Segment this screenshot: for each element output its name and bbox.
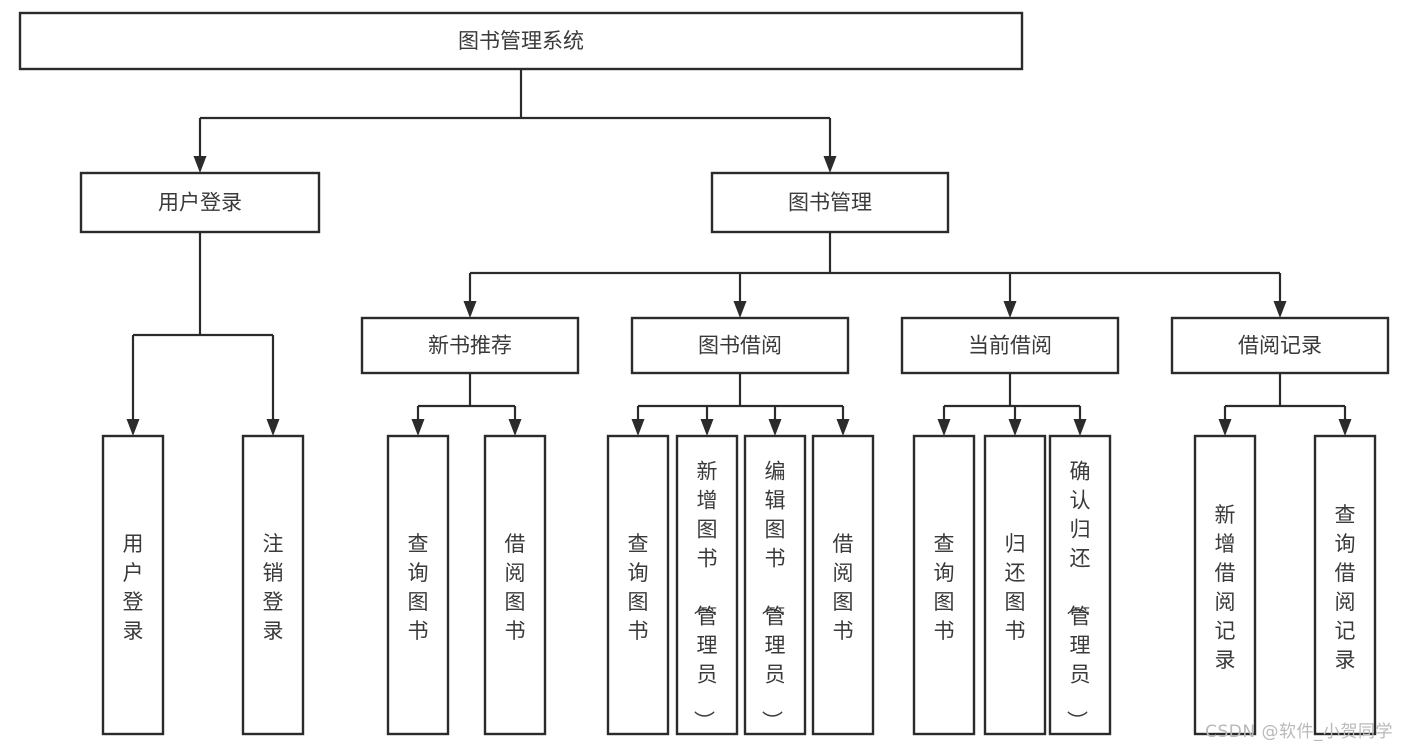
connector-group [411,373,522,436]
connector-group [126,232,280,436]
arrow-head-icon [508,419,522,436]
node-box[interactable] [18,11,1024,71]
node-label: 确认归还（管理员） [1065,459,1091,731]
node-root[interactable]: 图书管理系统 [18,11,1024,71]
node-label: 新增借阅记录 [1215,503,1236,672]
node-box[interactable] [743,434,807,736]
node-box[interactable] [630,316,850,375]
node-borrow-record[interactable]: 借阅记录 [1170,316,1390,375]
arrow-head-icon [266,419,280,436]
arrow-head-icon [193,156,207,173]
node-label: 借阅记录 [1238,334,1322,358]
watermark-label: CSDN @软件_小贺同学 [1205,722,1393,742]
node-leaf-query-book-1[interactable]: 查询图书 [386,434,450,736]
node-label: 图书管理系统 [458,29,584,53]
node-leaf-add-record[interactable]: 新增借阅记录 [1193,434,1257,736]
node-label: 新书推荐 [428,334,512,358]
connector-group [937,373,1087,436]
node-box[interactable] [79,171,321,234]
node-book-manage[interactable]: 图书管理 [710,171,950,234]
connector-layer [126,69,1352,436]
node-box[interactable] [360,316,580,375]
node-leaf-query-book-2[interactable]: 查询图书 [606,434,670,736]
node-label: 图书借阅 [698,334,782,358]
connector-group [463,232,1287,318]
connector-group [631,373,850,436]
node-label: 编辑图书（管理员） [760,459,786,731]
node-box[interactable] [606,434,670,736]
node-leaf-borrow-book-2[interactable]: 借阅图书 [811,434,875,736]
node-label: 用户登录 [123,532,144,643]
node-leaf-return-book[interactable]: 归还图书 [983,434,1047,736]
node-leaf-logout-login[interactable]: 注销登录 [241,434,305,736]
node-box[interactable] [101,434,165,736]
node-leaf-user-login[interactable]: 用户登录 [101,434,165,736]
node-label: 查询图书 [934,532,955,643]
node-user-login[interactable]: 用户登录 [79,171,321,234]
arrow-head-icon [1003,301,1017,318]
node-label: 借阅图书 [505,532,526,643]
node-leaf-query-book-3[interactable]: 查询图书 [912,434,976,736]
node-book-borrow[interactable]: 图书借阅 [630,316,850,375]
arrow-head-icon [823,156,837,173]
node-label: 当前借阅 [968,334,1052,358]
node-box[interactable] [912,434,976,736]
arrow-head-icon [1273,301,1287,318]
node-current-borrow[interactable]: 当前借阅 [900,316,1120,375]
arrow-head-icon [768,419,782,436]
arrow-head-icon [411,419,425,436]
node-box[interactable] [386,434,450,736]
node-label: 新增图书（管理员） [692,459,718,731]
node-box[interactable] [1170,316,1390,375]
node-label: 归还图书 [1005,532,1026,643]
arrow-head-icon [1073,419,1087,436]
node-leaf-edit-book[interactable]: 编辑图书（管理员） [743,434,807,736]
node-leaf-borrow-book-1[interactable]: 借阅图书 [483,434,547,736]
node-layer: 图书管理系统用户登录图书管理新书推荐图书借阅当前借阅借阅记录用户登录注销登录查询… [18,11,1390,736]
node-box[interactable] [1048,434,1112,736]
node-label: 注销登录 [263,532,284,643]
node-box[interactable] [983,434,1047,736]
node-leaf-query-record[interactable]: 查询借阅记录 [1313,434,1377,736]
arrow-head-icon [733,301,747,318]
node-box[interactable] [811,434,875,736]
node-box[interactable] [483,434,547,736]
node-label: 用户登录 [158,191,242,215]
node-box[interactable] [1313,434,1377,736]
node-label: 借阅图书 [833,532,854,643]
arrow-head-icon [463,301,477,318]
node-label: 查询图书 [628,532,649,643]
node-leaf-add-book[interactable]: 新增图书（管理员） [675,434,739,736]
node-label: 查询借阅记录 [1335,503,1356,672]
node-box[interactable] [900,316,1120,375]
node-box[interactable] [241,434,305,736]
node-leaf-confirm-return[interactable]: 确认归还（管理员） [1048,434,1112,736]
arrow-head-icon [631,419,645,436]
node-label: 图书管理 [788,191,872,215]
arrow-head-icon [836,419,850,436]
arrow-head-icon [937,419,951,436]
node-label: 查询图书 [408,532,429,643]
arrow-head-icon [700,419,714,436]
node-box[interactable] [1193,434,1257,736]
node-box[interactable] [710,171,950,234]
node-box[interactable] [675,434,739,736]
arrow-head-icon [1218,419,1232,436]
connector-group [1218,373,1352,436]
node-new-book-rec[interactable]: 新书推荐 [360,316,580,375]
arrow-head-icon [1008,419,1022,436]
arrow-head-icon [126,419,140,436]
connector-group [193,69,837,173]
arrow-head-icon [1338,419,1352,436]
